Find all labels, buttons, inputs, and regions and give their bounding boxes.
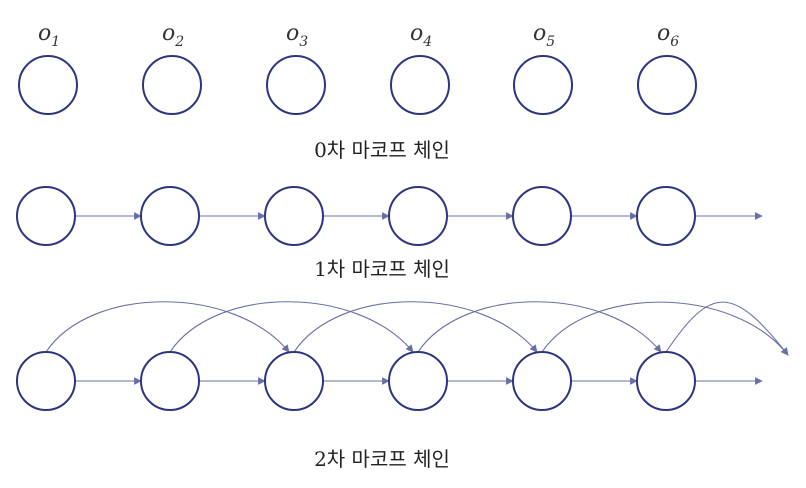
order2-skip-arc-1 bbox=[45, 301, 290, 353]
observation-label-5: o5 bbox=[533, 21, 555, 50]
caption-order0: 0차 마코프 체인 bbox=[314, 138, 450, 162]
observation-label-2: o2 bbox=[162, 21, 184, 50]
order0-node-2 bbox=[142, 55, 202, 115]
observation-label-6: o6 bbox=[657, 21, 679, 50]
order2-skip-arc-6 bbox=[665, 301, 789, 356]
order1-node-4 bbox=[388, 186, 448, 246]
order2-node-5 bbox=[512, 351, 572, 411]
order2-skip-arc-4 bbox=[417, 301, 662, 353]
order2-skip-arc-5 bbox=[541, 301, 789, 356]
order2-node-3 bbox=[264, 351, 324, 411]
order1-chain bbox=[16, 186, 763, 246]
observation-label-3: o3 bbox=[286, 21, 308, 50]
order0-node-4 bbox=[390, 55, 450, 115]
order1-node-6 bbox=[636, 186, 696, 246]
caption-order2: 2차 마코프 체인 bbox=[314, 447, 450, 471]
order2-node-1 bbox=[16, 351, 76, 411]
order1-node-5 bbox=[512, 186, 572, 246]
order0-node-6 bbox=[637, 55, 697, 115]
observation-label-1: o1 bbox=[38, 21, 60, 50]
caption-order1: 1차 마코프 체인 bbox=[314, 257, 450, 281]
order0-chain bbox=[18, 55, 697, 115]
order0-node-3 bbox=[266, 55, 326, 115]
order2-node-6 bbox=[636, 351, 696, 411]
order1-node-1 bbox=[16, 186, 76, 246]
order2-skip-arc-3 bbox=[293, 301, 538, 353]
observation-labels: o1 o2 o3 o4 o5 o6 bbox=[38, 21, 679, 50]
order2-chain bbox=[16, 301, 789, 411]
order1-node-2 bbox=[140, 186, 200, 246]
order2-skip-arc-2 bbox=[169, 301, 414, 353]
order2-node-2 bbox=[140, 351, 200, 411]
observation-label-4: o4 bbox=[410, 21, 432, 50]
order0-node-5 bbox=[513, 55, 573, 115]
order2-node-4 bbox=[388, 351, 448, 411]
order0-node-1 bbox=[18, 55, 78, 115]
order1-node-3 bbox=[264, 186, 324, 246]
